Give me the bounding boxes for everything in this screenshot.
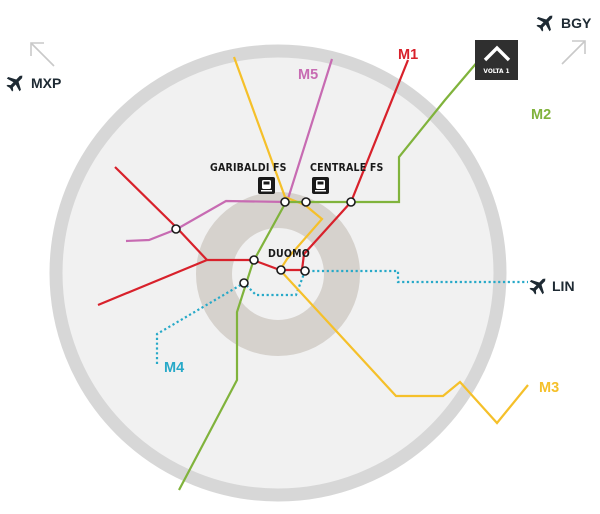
line-m2-label: M2 — [531, 107, 551, 123]
airport-lin-label: LIN — [552, 278, 575, 294]
station-duomo-node[interactable] — [249, 255, 259, 265]
arrow-northeast-icon — [561, 40, 586, 65]
station-node[interactable] — [239, 278, 249, 288]
line-m5-path — [125, 58, 334, 243]
airport-mxp-label: MXP — [31, 75, 61, 91]
airplane-icon — [536, 15, 553, 32]
volta-logo: VOLTA 1 — [475, 40, 518, 80]
line-m4-label: M4 — [164, 360, 184, 376]
station-centrale-label: CENTRALE FS — [310, 162, 384, 174]
airplane-icon — [6, 75, 23, 92]
line-m3-label: M3 — [539, 380, 559, 396]
station-garibaldi-node[interactable] — [280, 197, 290, 207]
station-centrale-node[interactable] — [346, 197, 356, 207]
station-duomo-label: DUOMO — [268, 248, 310, 260]
airplane-icon — [529, 278, 546, 295]
airport-bgy-label: BGY — [561, 15, 592, 31]
line-m1-label: M1 — [398, 47, 418, 63]
arrow-northwest-icon — [30, 42, 55, 67]
station-node[interactable] — [276, 265, 286, 275]
train-icon — [312, 177, 329, 194]
line-m1-path — [97, 166, 209, 307]
station-node[interactable] — [300, 266, 310, 276]
inner-ring — [196, 192, 360, 356]
line-m5-label: M5 — [298, 67, 318, 83]
train-icon — [258, 177, 275, 194]
line-m4-path — [155, 269, 528, 364]
station-node[interactable] — [171, 224, 181, 234]
volta-logo-text: VOLTA 1 — [483, 67, 509, 75]
station-garibaldi-label: GARIBALDI FS — [210, 162, 287, 174]
station-node[interactable] — [301, 197, 311, 207]
chevron-up-icon — [483, 45, 511, 62]
